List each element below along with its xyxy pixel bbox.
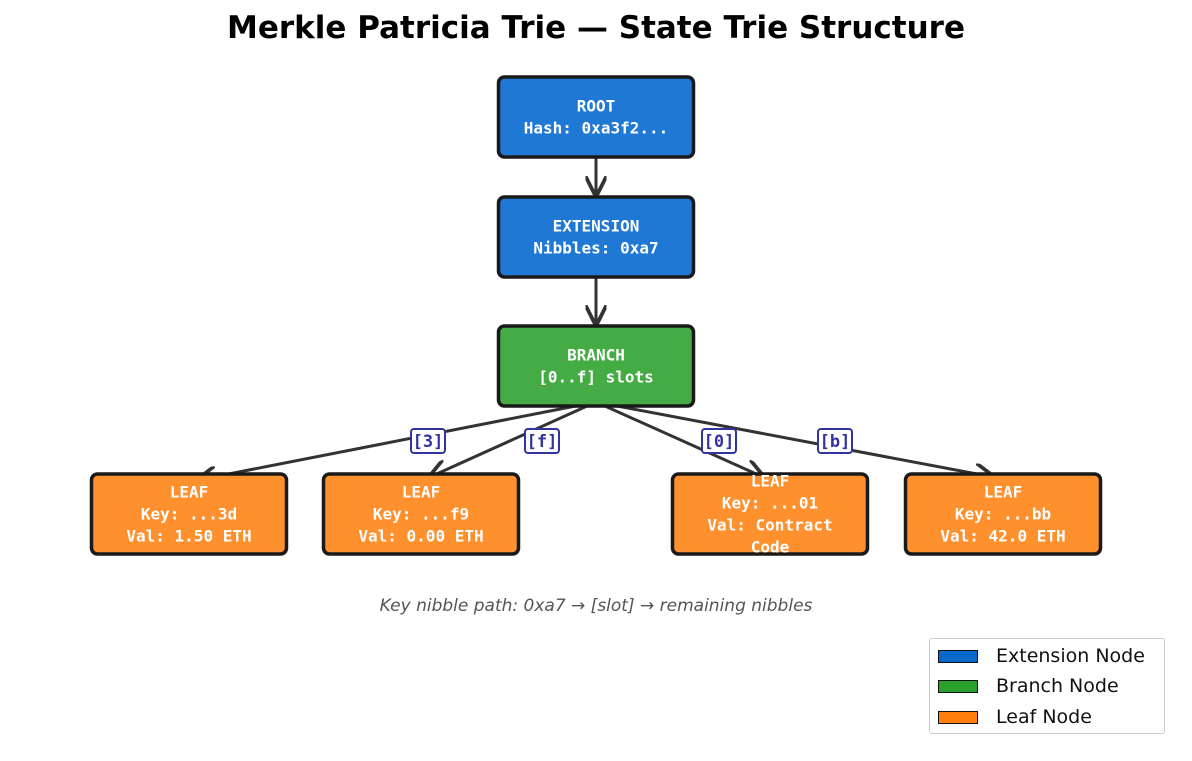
node-text-branch-line-0: BRANCH (567, 346, 625, 365)
slot-label-text-leaf-01: [0] (704, 432, 735, 452)
node-text-root-line-0: ROOT (577, 97, 616, 116)
node-box-branch (496, 324, 696, 408)
node-box-leaf-bb (903, 472, 1103, 556)
legend-label-leaf: Leaf Node (996, 706, 1092, 728)
slot-label-box-leaf-f9 (524, 428, 560, 454)
node-text-extension-line-0: EXTENSION (553, 217, 640, 236)
node-root: ROOT Hash: 0xa3f2... (496, 75, 696, 159)
slot-label-leaf-01: [0] (701, 428, 737, 454)
node-text-leaf-3d-line-1: Key: ...3d (141, 505, 237, 524)
node-text-leaf-3d-line-0: LEAF (170, 483, 209, 502)
node-text-leaf-bb-line-0: LEAF (984, 483, 1023, 502)
node-box-root (496, 75, 696, 159)
slot-label-leaf-f9: [f] (524, 428, 560, 454)
slot-label-leaf-3d: [3] (410, 428, 446, 454)
node-text-leaf-bb-line-1: Key: ...bb (955, 505, 1051, 524)
legend-item-extension: Extension Node (938, 645, 1145, 667)
slot-label-text-leaf-f9: [f] (527, 432, 558, 452)
node-text-leaf-3d-line-2: Val: 1.50 ETH (126, 527, 251, 546)
edge-branch-to-leaf-01 (595, 400, 763, 477)
node-box-leaf-3d (89, 472, 289, 556)
slot-label-box-leaf-bb (817, 428, 853, 454)
node-text-leaf-f9-line-2: Val: 0.00 ETH (358, 527, 483, 546)
node-text-branch-line-1: [0..f] slots (538, 368, 654, 387)
legend: Extension Node Branch Node Leaf Node (929, 638, 1165, 734)
node-branch: BRANCH [0..f] slots (496, 324, 696, 408)
node-box-extension (496, 195, 696, 279)
node-box-leaf-01 (670, 472, 870, 556)
slot-label-text-leaf-3d: [3] (413, 432, 444, 452)
slot-label-text-leaf-bb: [b] (820, 432, 851, 452)
legend-label-extension: Extension Node (996, 645, 1145, 667)
diagram-title: Merkle Patricia Trie — State Trie Struct… (227, 10, 965, 46)
node-text-extension-line-1: Nibbles: 0xa7 (533, 239, 658, 258)
node-box-leaf-f9 (321, 472, 521, 556)
edge-branch-to-leaf-3d (198, 400, 597, 480)
node-text-leaf-bb-line-2: Val: 42.0 ETH (940, 527, 1065, 546)
node-text-leaf-f9-line-0: LEAF (402, 483, 441, 502)
slot-label-box-leaf-01 (701, 428, 737, 454)
legend-swatch-leaf (938, 710, 978, 724)
node-text-leaf-01-line-3: Code (751, 538, 790, 557)
edge-branch-to-leaf-f9 (430, 400, 597, 477)
slot-label-box-leaf-3d (410, 428, 446, 454)
node-text-leaf-f9-line-1: Key: ...f9 (373, 505, 469, 524)
node-text-leaf-01-line-1: Key: ...01 (722, 494, 818, 513)
edge-branch-to-leaf-bb (595, 400, 993, 477)
node-extension: EXTENSION Nibbles: 0xa7 (496, 195, 696, 279)
node-text-root-line-1: Hash: 0xa3f2... (524, 119, 669, 138)
nibble-path-note: Key nibble path: 0xa7 → [slot] → remaini… (379, 596, 813, 616)
slot-label-leaf-bb: [b] (817, 428, 853, 454)
legend-swatch-extension (938, 649, 978, 663)
node-text-leaf-01-line-0: LEAF (751, 472, 790, 491)
legend-item-branch: Branch Node (938, 675, 1119, 697)
legend-label-branch: Branch Node (996, 675, 1119, 697)
legend-swatch-branch (938, 679, 978, 693)
legend-item-leaf: Leaf Node (938, 706, 1092, 728)
node-text-leaf-01-line-2: Val: Contract (707, 516, 832, 535)
